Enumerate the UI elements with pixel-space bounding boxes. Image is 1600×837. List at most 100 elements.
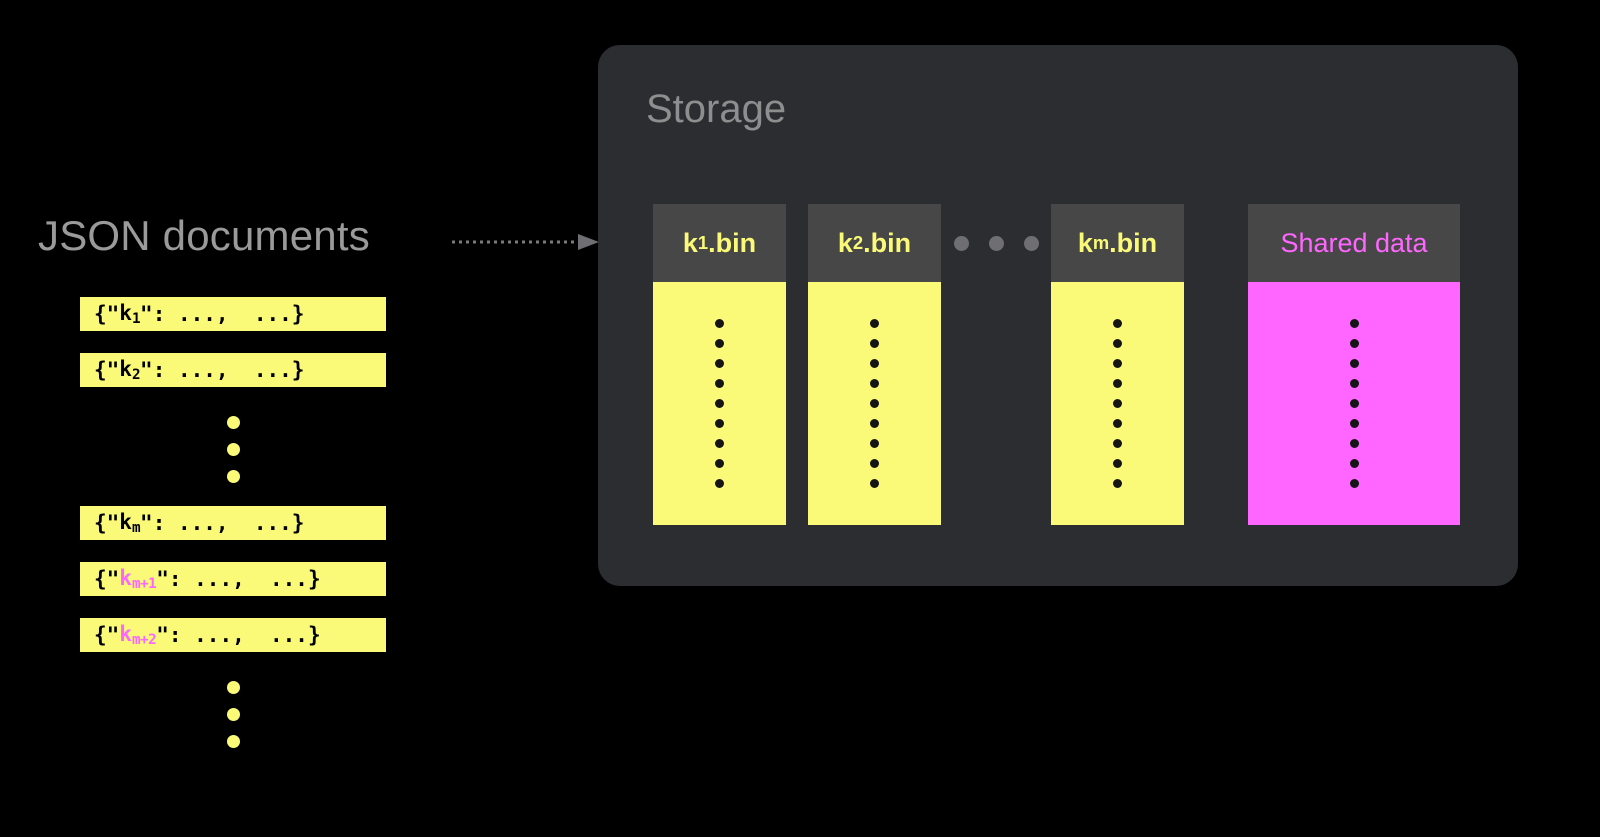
- bin-record-dot: [1113, 319, 1122, 328]
- bin-key-letter: k: [837, 227, 853, 258]
- bin-header-label-shared: Shared data: [1248, 204, 1460, 282]
- bin-key-subscript: 1: [697, 232, 709, 253]
- doc-key-subscript: m: [131, 520, 141, 537]
- doc-key-subscript: m+1: [131, 576, 157, 593]
- json-document-row: {"km": ..., ...}: [80, 506, 386, 540]
- json-document-row: {"km+2": ..., ...}: [80, 618, 386, 652]
- doc-key-subscript: 2: [131, 367, 141, 384]
- horizontal-ellipsis: [941, 204, 1051, 282]
- bin-key-subscript: m: [1092, 232, 1110, 253]
- bin-record-dot: [1349, 379, 1359, 388]
- bin-record-dot: [715, 319, 724, 328]
- doc-key-letter: k: [119, 621, 132, 646]
- bin-record-dot: [1349, 319, 1359, 328]
- bin-key-letter: k: [682, 227, 698, 258]
- bin-record-dot: [715, 419, 724, 428]
- bin-record-dot: [715, 439, 724, 448]
- bin-record-dot: [715, 339, 724, 348]
- doc-close-text: ": ..., ...}: [140, 358, 305, 382]
- ellipsis-dot: [226, 470, 240, 483]
- bin-record-dot: [870, 479, 879, 488]
- bin-record-dot: [870, 459, 879, 468]
- doc-key-subscript: m+2: [131, 632, 157, 649]
- ellipsis-dot: [226, 416, 240, 429]
- doc-open-brace: {": [94, 567, 120, 591]
- doc-key: k1: [119, 301, 140, 327]
- json-document-row: {"k1": ..., ...}: [80, 297, 386, 331]
- bin-record-dot: [715, 479, 724, 488]
- bin-record-dot: [715, 399, 724, 408]
- doc-close-text: ": ..., ...}: [156, 567, 321, 591]
- bin-key-subscript: 2: [852, 232, 864, 253]
- bin-record-dot: [1349, 339, 1359, 348]
- bin-record-dot: [870, 439, 879, 448]
- bin-record-dot: [1113, 419, 1122, 428]
- bin-record-dot: [1349, 419, 1359, 428]
- bin-record-dot: [870, 339, 879, 348]
- json-documents-title: JSON documents: [38, 212, 370, 259]
- bin-record-dot: [1113, 359, 1122, 368]
- doc-key-shared: km+2: [119, 622, 156, 648]
- bin-record-dot: [1113, 399, 1122, 408]
- doc-key-letter: k: [119, 300, 132, 325]
- doc-close-text: ": ..., ...}: [140, 302, 305, 326]
- ellipsis-dot: [226, 443, 240, 456]
- bin-record-dot: [1113, 339, 1122, 348]
- doc-close-text: ": ..., ...}: [156, 623, 321, 647]
- bin-key-letter: k: [1077, 227, 1093, 258]
- bin-suffix: .bin: [1109, 227, 1158, 258]
- ellipsis-dot: [1023, 235, 1039, 251]
- bin-record-dot: [870, 379, 879, 388]
- bin-record-dot: [870, 399, 879, 408]
- doc-key-letter: k: [119, 509, 132, 534]
- doc-key-subscript: 1: [131, 311, 141, 328]
- doc-open-brace: {": [94, 623, 120, 647]
- bin-body-content: [653, 282, 786, 525]
- vertical-ellipsis-middle: [80, 409, 386, 490]
- doc-open-brace: {": [94, 358, 120, 382]
- bin-record-dot: [1113, 379, 1122, 388]
- bin-body-content: [1051, 282, 1184, 525]
- doc-key-letter: k: [119, 565, 132, 590]
- bin-suffix: .bin: [708, 227, 757, 258]
- json-document-row: {"km+1": ..., ...}: [80, 562, 386, 596]
- ellipsis-dot: [226, 735, 240, 748]
- arrow-head-icon: [578, 234, 599, 250]
- doc-open-brace: {": [94, 511, 120, 535]
- bin-body-content-shared: [1248, 282, 1460, 525]
- bin-record-dot: [1349, 439, 1359, 448]
- json-documents-panel: JSON documents {"k1": ..., ...} {"k2": .…: [0, 0, 600, 837]
- bin-record-dot: [1113, 479, 1122, 488]
- json-document-row: {"k2": ..., ...}: [80, 353, 386, 387]
- bin-record-dot: [1349, 459, 1359, 468]
- doc-open-brace: {": [94, 302, 120, 326]
- bin-record-dot: [870, 319, 879, 328]
- ellipsis-dot: [953, 235, 969, 251]
- doc-key: km: [119, 510, 140, 536]
- doc-key: k2: [119, 357, 140, 383]
- bin-record-dot: [715, 459, 724, 468]
- doc-key-letter: k: [119, 356, 132, 381]
- ellipsis-dot: [226, 681, 240, 694]
- bin-record-dot: [715, 359, 724, 368]
- flow-arrow-icon: [452, 234, 599, 250]
- bin-body-content: [808, 282, 941, 525]
- bin-record-dot: [715, 379, 724, 388]
- storage-bin-shared-data[interactable]: Shared data: [1248, 204, 1460, 525]
- doc-close-text: ": ..., ...}: [140, 511, 305, 535]
- ellipsis-dot: [226, 708, 240, 721]
- bin-record-dot: [870, 359, 879, 368]
- bin-suffix: .bin: [863, 227, 912, 258]
- ellipsis-dot: [988, 235, 1004, 251]
- storage-title: Storage: [646, 87, 787, 131]
- bin-record-dot: [1113, 439, 1122, 448]
- json-document-list: {"k1": ..., ...} {"k2": ..., ...} {"km":…: [80, 297, 390, 755]
